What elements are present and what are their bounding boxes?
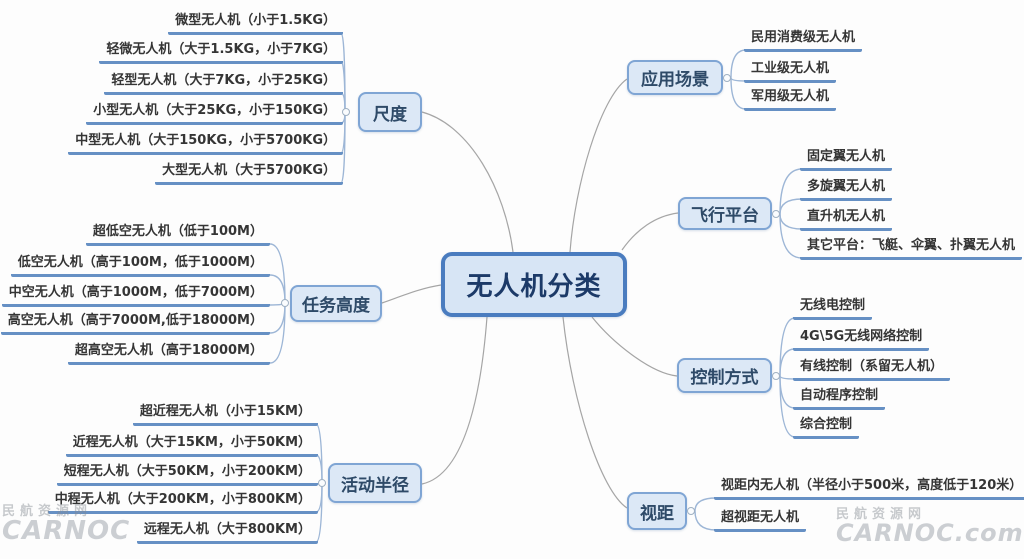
leaf-topic: 有线控制（系留无人机）	[793, 358, 951, 381]
branch-node-scale: 尺度	[358, 92, 422, 132]
leaf-topic: 中空无人机（高于1000M，低于7000M）	[1, 284, 270, 307]
leaf-topic: 固定翼无人机	[800, 148, 893, 171]
leaf-topic: 大型无人机（大于5700KG）	[155, 162, 343, 185]
branch-joint	[342, 108, 350, 116]
leaf-topic: 轻型无人机（大于7KG，小于25KG）	[104, 72, 343, 95]
branch-node-control: 控制方式	[677, 358, 772, 393]
leaf-topic: 4G\5G无线网络控制	[793, 328, 930, 351]
branch-joint	[318, 479, 326, 487]
branch-joint	[687, 507, 695, 515]
leaf-topic: 中程无人机（大于200KM，小于800KM）	[47, 491, 318, 514]
leaf-topic: 综合控制	[793, 416, 860, 439]
leaf-topic: 多旋翼无人机	[800, 178, 893, 201]
leaf-topic: 高空无人机（高于7000M,低于18000M）	[0, 312, 270, 335]
leaf-topic: 超高空无人机（高于18000M）	[67, 342, 270, 365]
leaf-topic: 工业级无人机	[744, 60, 837, 83]
branch-joint	[772, 372, 780, 380]
leaf-topic: 其它平台：飞艇、伞翼、扑翼无人机	[800, 237, 1023, 260]
leaf-topic: 无线电控制	[793, 297, 873, 320]
leaf-topic: 视距内无人机（半径小于500米，高度低于120米）	[714, 477, 1024, 500]
branch-node-application: 应用场景	[627, 60, 723, 95]
branch-node-radius: 活动半径	[328, 463, 422, 503]
leaf-topic: 自动程序控制	[793, 387, 886, 410]
leaf-topic: 超低空无人机（低于100M）	[85, 223, 270, 246]
leaf-topic: 轻微无人机（大于1.5KG，小于7KG）	[99, 41, 343, 64]
central-topic: 无人机分类	[441, 252, 627, 317]
leaf-topic: 小型无人机（大于25KG，小于150KG）	[86, 102, 343, 125]
leaf-topic: 超视距无人机	[714, 509, 807, 532]
branch-node-los: 视距	[627, 492, 687, 530]
branch-joint	[723, 74, 731, 82]
leaf-topic: 直升机无人机	[800, 208, 893, 231]
branch-joint	[281, 299, 289, 307]
leaf-topic: 超近程无人机（小于15KM）	[132, 403, 318, 426]
branch-node-platform: 飞行平台	[678, 197, 772, 230]
leaf-topic: 中型无人机（大于150KG，小于5700KG）	[68, 132, 343, 155]
branch-joint	[772, 210, 780, 218]
branch-node-altitude: 任务高度	[290, 285, 382, 322]
leaf-topic: 微型无人机（小于1.5KG）	[168, 12, 343, 35]
leaf-topic: 短程无人机（大于50KM，小于200KM）	[56, 463, 318, 486]
leaf-topic: 远程无人机（大于800KM）	[136, 521, 318, 544]
leaf-topic: 低空无人机（高于100M，低于1000M）	[10, 254, 270, 277]
leaf-topic: 军用级无人机	[744, 88, 837, 111]
leaf-topic: 民用消费级无人机	[744, 29, 863, 52]
leaf-topic: 近程无人机（大于15KM，小于50KM）	[65, 434, 318, 457]
